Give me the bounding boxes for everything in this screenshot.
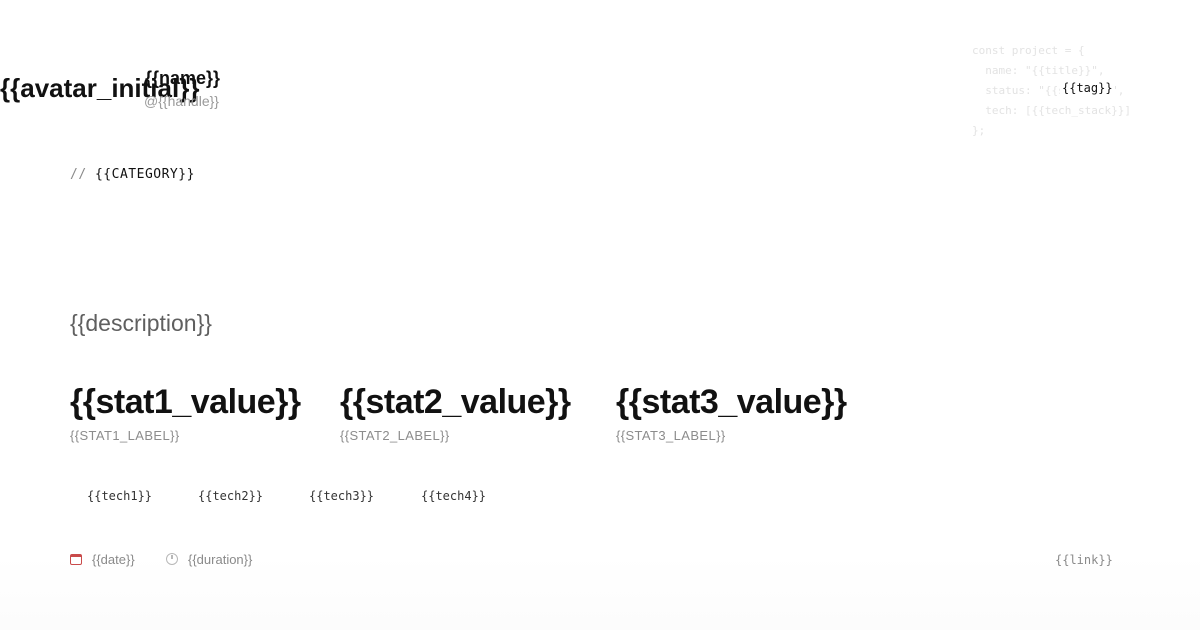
duration-text: {{duration}} (188, 552, 253, 567)
stat-value: {{stat1_value}} (70, 383, 301, 421)
project-link[interactable]: {{link}} (1055, 553, 1113, 567)
date-text: {{date}} (92, 552, 135, 567)
stat-value: {{stat3_value}} (616, 383, 847, 421)
stat-2: {{stat2_value}} {{STAT2_LABEL}} (340, 380, 571, 445)
stat-1: {{stat1_value}} {{STAT1_LABEL}} (70, 380, 301, 445)
stat-label: {{STAT3_LABEL}} (616, 428, 726, 443)
stat-3: {{stat3_value}} {{STAT3_LABEL}} (616, 380, 847, 445)
category-value: {{CATEGORY}} (94, 167, 195, 182)
category-label: // {{CATEGORY}} (70, 166, 195, 184)
category-prefix: // (70, 167, 87, 182)
tech-chip: {{tech2}} (198, 489, 264, 503)
code-line: tech: [{{tech_stack}}] (972, 104, 1131, 117)
stopwatch-icon (166, 553, 178, 565)
code-line: const project = { (972, 44, 1085, 57)
stat-label: {{STAT2_LABEL}} (340, 428, 450, 443)
tech-chip: {{tech1}} (87, 489, 153, 503)
author-handle: @{{handle}} (144, 93, 219, 109)
stat-label: {{STAT1_LABEL}} (70, 428, 180, 443)
tech-chip: {{tech4}} (421, 489, 487, 503)
stat-value: {{stat2_value}} (340, 383, 571, 421)
tech-chip: {{tech3}} (309, 489, 375, 503)
project-description: {{description}} (70, 310, 212, 336)
author-name: {{name}} (145, 68, 221, 88)
project-duration: {{duration}} (166, 550, 252, 570)
calendar-icon (70, 554, 82, 565)
code-line: }; (972, 124, 986, 137)
avatar: {{avatar_initial}} (0, 73, 200, 103)
project-date: {{date}} (70, 550, 135, 570)
code-line: name: "{{title}}", (972, 64, 1105, 77)
project-tag: {{tag}} (1060, 79, 1115, 97)
